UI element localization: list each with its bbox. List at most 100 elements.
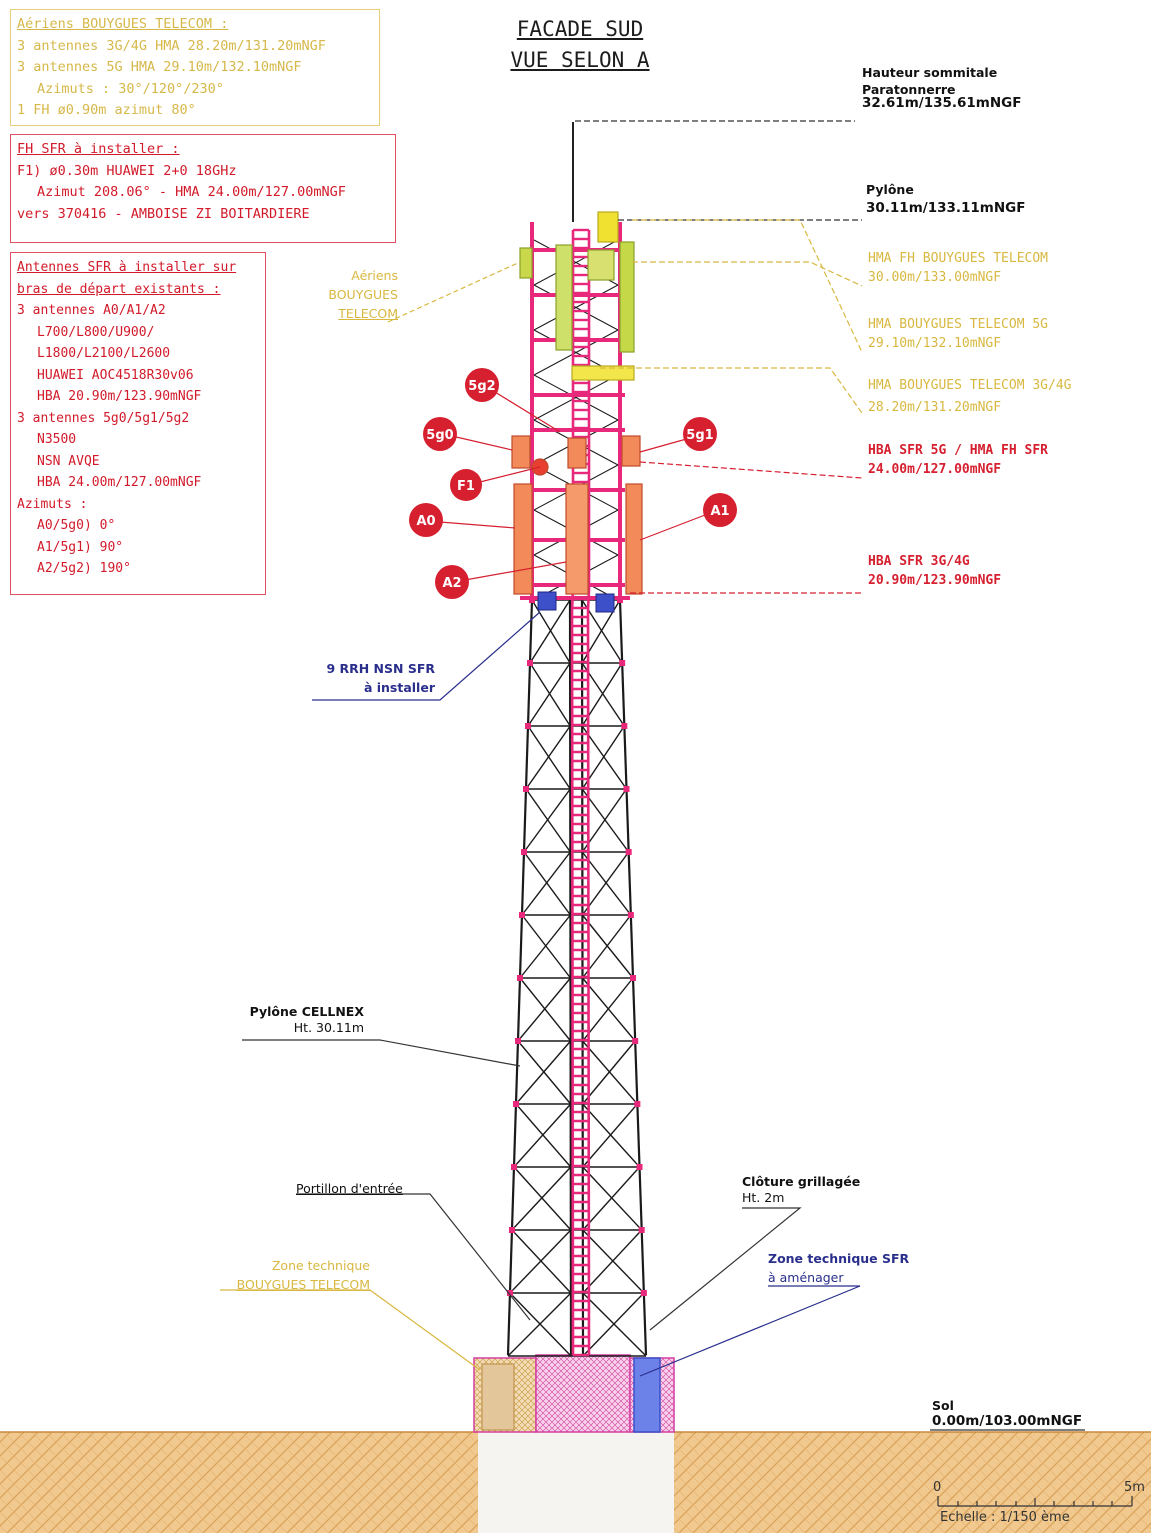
label-line: Ht. 2m: [742, 1190, 785, 1205]
label-zone-bouygues: Zone technique BOUYGUES TELECOM: [220, 1256, 370, 1294]
label-portillon: Portillon d'entrée: [296, 1181, 403, 1196]
note-line: 3 antennes A0/A1/A2: [17, 303, 166, 318]
note-bouygues: Aériens BOUYGUES TELECOM : 3 antennes 3G…: [10, 9, 380, 126]
label-sol: Sol 0.00m/103.00mNGF: [932, 1396, 1082, 1431]
label-line: Sol: [932, 1398, 954, 1413]
label-line: Zone technique: [271, 1258, 370, 1273]
callout-5g2: 5g2: [465, 368, 499, 402]
label-line: 30.11m/133.11mNGF: [866, 200, 1026, 216]
note-antennes-heading-1: Antennes SFR à installer sur: [17, 260, 237, 275]
note-line: F1) ø0.30m HUAWEI 2+0 18GHz: [17, 162, 237, 179]
label-line: 28.20m/131.20mNGF: [868, 400, 1002, 415]
scale-five: 5m: [1124, 1480, 1145, 1495]
label-line: 20.90m/123.90mNGF: [868, 573, 1002, 588]
note-line: HUAWEI AOC4518R30v06: [37, 367, 194, 383]
callout-a0: A0: [409, 503, 443, 537]
label-hauteur-sommitale: Hauteur sommitale Paratonnerre 32.61m/13…: [862, 63, 1021, 113]
label-line: HBA SFR 5G / HMA FH SFR: [868, 443, 1049, 458]
note-line: L1800/L2100/L2600: [37, 346, 171, 361]
note-line: 3 antennes 5g0/5g1/5g2: [17, 410, 190, 426]
label-line: Aériens: [351, 268, 398, 283]
leader-lines: [220, 120, 1085, 1431]
note-line: Azimuts :: [17, 496, 88, 512]
sfr-antennas: [511, 435, 643, 595]
callout-5g0: 5g0: [423, 417, 457, 451]
label-line: Zone technique SFR: [768, 1251, 910, 1266]
note-antennes-sfr: Antennes SFR à installer sur bras de dép…: [10, 252, 266, 595]
note-line: 3 antennes 5G HMA 29.10m/132.10mNGF: [17, 59, 302, 75]
callout-5g2-text: 5g2: [468, 379, 495, 394]
note-line: NSN AVQE: [37, 453, 100, 469]
scale-bar: [937, 1496, 1133, 1507]
note-line: vers 370416 - AMBOISE ZI BOITARDIERE: [17, 205, 310, 222]
label-line: 29.10m/132.10mNGF: [868, 336, 1002, 351]
label-line: Paratonnerre: [862, 82, 956, 97]
bouygues-antennas: [519, 211, 635, 381]
callout-f1-text: F1: [457, 479, 475, 494]
note-fh-sfr: FH SFR à installer : F1) ø0.30m HUAWEI 2…: [10, 134, 396, 243]
bouygues-cabinet: [481, 1363, 515, 1431]
scale-caption: Echelle : 1/150 ème: [940, 1510, 1070, 1525]
callout-a1: A1: [703, 493, 737, 527]
label-hma-fh-bouygues: HMA FH BOUYGUES TELECOM 30.00m/133.00mNG…: [868, 249, 1048, 287]
note-line: A0/5g0) 0°: [37, 518, 116, 533]
note-line: A1/5g1) 90°: [37, 539, 124, 555]
callout-5g0-text: 5g0: [426, 428, 453, 443]
label-aeriens-bouygues: Aériens BOUYGUES TELECOM: [318, 266, 398, 323]
scale: 0 5m Echelle : 1/150 ème: [930, 1478, 1145, 1528]
callout-a0-text: A0: [416, 514, 435, 529]
note-line: 1 FH ø0.90m azimut 80°: [17, 102, 196, 118]
label-line: HMA BOUYGUES TELECOM 5G: [868, 317, 1049, 332]
callout-a2-text: A2: [442, 576, 461, 591]
rrh-units: [537, 591, 615, 613]
callout-5g1: 5g1: [683, 417, 717, 451]
label-line: HMA FH BOUYGUES TELECOM: [868, 251, 1049, 266]
callout-a1-text: A1: [710, 504, 729, 519]
label-line: à installer: [363, 680, 435, 695]
note-bouygues-heading: Aériens BOUYGUES TELECOM :: [17, 16, 229, 32]
note-line: Azimut 208.06° - HMA 24.00m/127.00mNGF: [37, 184, 346, 200]
label-rrh: 9 RRH NSN SFR à installer: [312, 659, 435, 697]
label-line: 9 RRH NSN SFR: [326, 661, 435, 676]
label-line: 0.00m/103.00mNGF: [932, 1413, 1083, 1429]
scale-zero: 0: [933, 1480, 942, 1495]
note-line: N3500: [37, 432, 77, 447]
label-line: Ht. 30.11m: [293, 1020, 364, 1035]
label-hba-sfr-5g: HBA SFR 5G / HMA FH SFR 24.00m/127.00mNG…: [868, 441, 1048, 479]
callout-5g1-text: 5g1: [686, 428, 713, 443]
label-line: Hauteur sommitale: [862, 65, 998, 80]
label-line: BOUYGUES TELECOM: [236, 1277, 370, 1292]
label-cloture: Clôture grillagée Ht. 2m: [742, 1172, 860, 1207]
label-line: TELECOM: [338, 306, 398, 321]
note-line: HBA 24.00m/127.00mNGF: [37, 475, 202, 490]
callout-f1: F1: [450, 469, 482, 501]
label-line: Clôture grillagée: [742, 1174, 861, 1189]
label-line: à aménager: [768, 1270, 844, 1285]
label-line: Pylône CELLNEX: [249, 1004, 364, 1019]
label-line: HMA BOUYGUES TELECOM 3G/4G: [868, 378, 1072, 393]
label-pylone-cellnex: Pylône CELLNEX Ht. 30.11m: [242, 1002, 364, 1037]
drawing-title: FACADE SUD VUE SELON A: [485, 14, 675, 76]
enclosure-center: [535, 1354, 631, 1433]
label-line: 24.00m/127.00mNGF: [868, 462, 1002, 477]
label-pylone: Pylône 30.11m/133.11mNGF: [866, 180, 1025, 218]
label-hba-sfr-3g4g: HBA SFR 3G/4G 20.90m/123.90mNGF: [868, 552, 1001, 590]
foundation: [478, 1432, 674, 1533]
title-line-2: VUE SELON A: [510, 48, 650, 72]
note-antennes-heading-2: bras de départ existants :: [17, 281, 221, 297]
note-line: 3 antennes 3G/4G HMA 28.20m/131.20mNGF: [17, 37, 326, 54]
label-line: BOUYGUES: [328, 287, 398, 302]
label-line: Pylône: [866, 182, 914, 197]
callouts: 5g2 5g0 5g1 F1 A0 A1 A2: [409, 368, 737, 599]
note-line: Azimuts : 30°/120°/230°: [37, 80, 224, 97]
label-zone-sfr: Zone technique SFR à aménager: [768, 1249, 909, 1287]
label-hma-bouygues-5g: HMA BOUYGUES TELECOM 5G 29.10m/132.10mNG…: [868, 315, 1048, 353]
note-line: HBA 20.90m/123.90mNGF: [37, 389, 202, 404]
label-hma-bouygues-3g4g: HMA BOUYGUES TELECOM 3G/4G 28.20m/131.20…: [868, 376, 1072, 417]
note-line: L700/L800/U900/: [37, 324, 155, 340]
note-fh-heading: FH SFR à installer :: [17, 141, 180, 157]
label-line: 30.00m/133.00mNGF: [868, 270, 1002, 285]
title-line-1: FACADE SUD: [516, 17, 644, 41]
